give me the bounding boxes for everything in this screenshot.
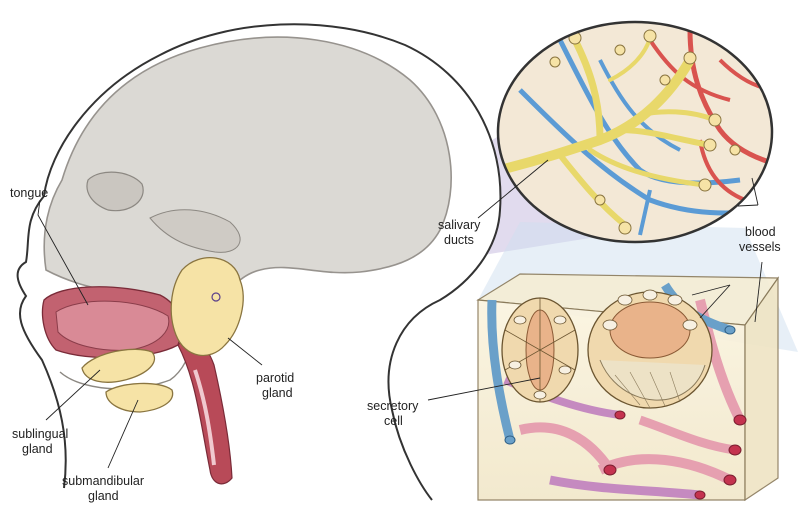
- parotid-gland: [170, 257, 244, 357]
- acinus-right: [587, 289, 713, 409]
- label-parotid-2: gland: [262, 386, 293, 400]
- label-salivary-2: ducts: [444, 233, 474, 247]
- label-tongue: tongue: [10, 186, 48, 200]
- label-parotid-1: parotid: [256, 371, 294, 385]
- label-submandibular-2: gland: [88, 489, 119, 503]
- sublingual-gland: [81, 348, 156, 383]
- cheekbone: [149, 209, 241, 253]
- label-blood-1: blood: [745, 225, 776, 239]
- label-secretory-2: cell: [384, 414, 403, 428]
- vessel-network: [498, 29, 772, 236]
- label-sublingual-1: sublingual: [12, 427, 68, 441]
- label-salivary-1: salivary: [438, 218, 481, 232]
- label-blood-2: vessels: [739, 240, 781, 254]
- leader-lines: [37, 159, 763, 469]
- tongue-shape: [55, 300, 170, 351]
- tissue-block-side: [744, 276, 779, 502]
- label-secretory-1: secretory: [367, 399, 419, 413]
- airway: [193, 369, 216, 466]
- submandibular-gland: [105, 382, 174, 413]
- tissue-vessels: [487, 282, 747, 500]
- eye-socket: [86, 171, 144, 212]
- parotid-duct-opening: [211, 292, 221, 302]
- acinus-left: [501, 297, 579, 403]
- label-sublingual-2: gland: [22, 442, 53, 456]
- zoom-circle-outline: [496, 20, 774, 244]
- label-submandibular-1: submandibular: [62, 474, 144, 488]
